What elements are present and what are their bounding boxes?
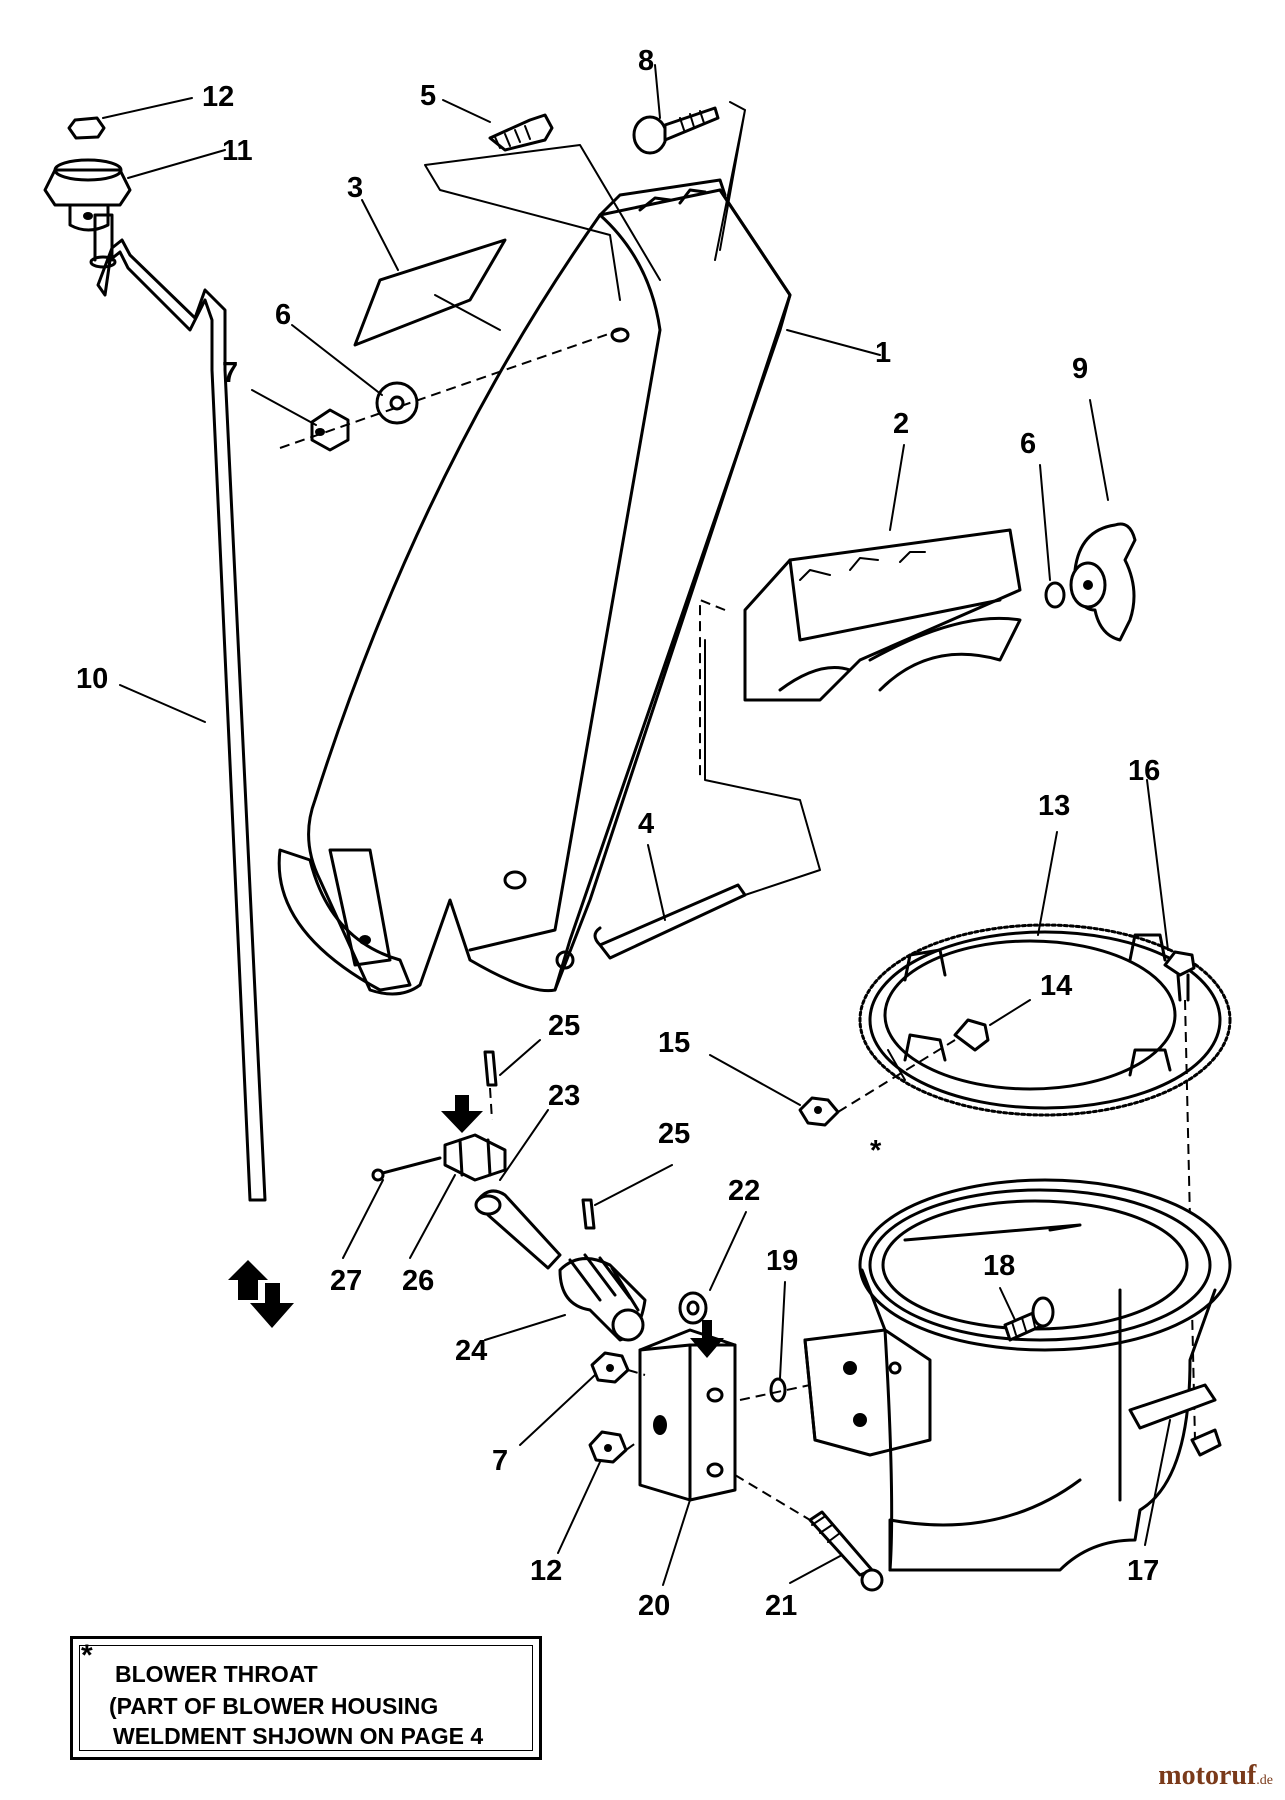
callout-20: 20 — [638, 1590, 670, 1622]
callout-12-top: 12 — [202, 81, 234, 113]
nut-part-15 — [798, 1096, 840, 1127]
callout-7-top: 7 — [222, 357, 238, 389]
arrow-down-icon — [690, 1320, 724, 1358]
nut-part-12-top — [67, 116, 106, 140]
washer-part-6-right — [1044, 581, 1066, 609]
bolt-part-16 — [1163, 950, 1196, 1002]
note-box-inner — [79, 1645, 533, 1751]
callout-labels: 12 11 5 8 3 6 7 1 9 2 6 10 16 13 4 14 25… — [76, 45, 1160, 1622]
worm-gear-part-24 — [558, 1253, 647, 1342]
washer-part-22 — [678, 1291, 724, 1358]
callout-21: 21 — [765, 1590, 797, 1622]
callout-3: 3 — [347, 172, 363, 204]
callout-16: 16 — [1128, 755, 1160, 787]
nut-part-12-lower — [588, 1430, 628, 1464]
callout-7-lower: 7 — [492, 1445, 508, 1477]
callout-9: 9 — [1072, 353, 1088, 385]
brand-tld: .de — [1256, 1773, 1273, 1788]
pin-part-25-upper — [483, 1050, 498, 1087]
pin-part-4 — [593, 883, 747, 960]
callout-2: 2 — [893, 408, 909, 440]
washer-part-6-top — [375, 381, 419, 425]
bolt-part-21 — [808, 1510, 884, 1592]
knob-part-11 — [43, 158, 132, 232]
note-line-2: (PART OF BLOWER HOUSING — [109, 1693, 439, 1719]
callout-11: 11 — [222, 135, 253, 167]
callout-23: 23 — [548, 1080, 580, 1112]
bracket-part-2 — [743, 528, 1022, 702]
callout-22: 22 — [728, 1175, 760, 1207]
note-box: * BLOWER THROAT (PART OF BLOWER HOUSING … — [70, 1636, 542, 1760]
bracket-part-20 — [638, 1328, 737, 1502]
throat-asterisk: * — [870, 1135, 882, 1167]
wing-knob-part-9 — [1069, 522, 1137, 642]
shaft-part-23 — [474, 1189, 562, 1270]
nut-part-7-lower — [590, 1351, 630, 1384]
callout-27: 27 — [330, 1265, 362, 1297]
arrow-down-icon — [441, 1095, 483, 1133]
callout-1: 1 — [875, 337, 891, 369]
arrow-down-icon — [250, 1283, 294, 1328]
callout-15: 15 — [658, 1027, 690, 1059]
chute-part-1 — [277, 178, 792, 996]
callout-8: 8 — [638, 45, 654, 77]
callout-24: 24 — [455, 1335, 487, 1367]
callout-19: 19 — [766, 1245, 798, 1277]
note-asterisk: * — [81, 1639, 93, 1672]
bolt-part-18 — [1003, 1296, 1055, 1342]
callout-25-upper: 25 — [548, 1010, 580, 1042]
cotter-part-27 — [371, 1156, 442, 1182]
callout-17: 17 — [1127, 1555, 1159, 1587]
callout-14: 14 — [1040, 970, 1072, 1002]
callout-12-lower: 12 — [530, 1555, 562, 1587]
callout-5: 5 — [420, 80, 436, 112]
washer-part-19 — [769, 1377, 787, 1403]
bolt-part-14 — [953, 1018, 990, 1052]
note-line-1: BLOWER THROAT — [115, 1661, 318, 1687]
pin-part-25-lower — [581, 1198, 596, 1230]
callout-4: 4 — [638, 808, 654, 840]
callout-18: 18 — [983, 1250, 1015, 1282]
callout-6-right: 6 — [1020, 428, 1036, 460]
decal-part-3 — [353, 238, 507, 347]
bolt-part-5 — [488, 113, 554, 152]
callout-25-lower: 25 — [658, 1118, 690, 1150]
callout-26: 26 — [402, 1265, 434, 1297]
note-line-3: WELDMENT SHJOWN ON PAGE 4 — [113, 1723, 484, 1749]
callout-10: 10 — [76, 663, 108, 695]
brand-name: motoruf — [1158, 1760, 1257, 1791]
blower-throat — [803, 1178, 1232, 1572]
leader-lines — [102, 64, 1171, 1586]
gear-ring-part-13 — [858, 923, 1232, 1117]
callout-13: 13 — [1038, 790, 1070, 822]
watermark-logo: motoruf.de — [1158, 1760, 1273, 1792]
rod-part-10 — [89, 213, 294, 1328]
bolt-part-8 — [632, 106, 720, 155]
bar-part-17 — [1128, 1383, 1217, 1430]
callout-6-top: 6 — [275, 299, 291, 331]
clip-part-26 — [441, 1095, 507, 1182]
